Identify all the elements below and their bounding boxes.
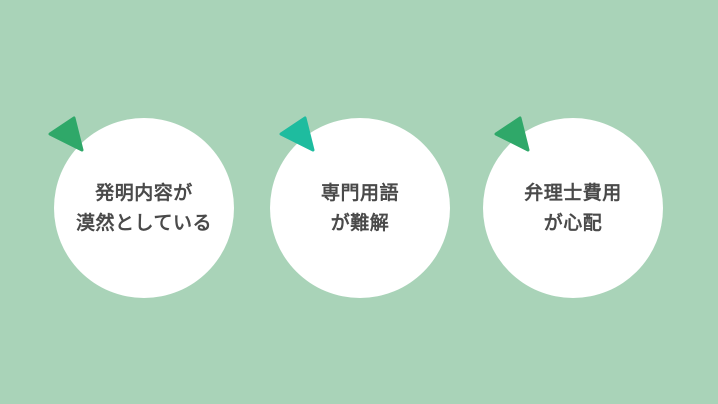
triangle-pointer-icon: [48, 112, 92, 156]
triangle-pointer-icon: [279, 112, 323, 156]
concern-item-3: 弁理士費用 が心配: [483, 116, 663, 298]
concern-text-line: が難解: [330, 212, 390, 234]
triangle-pointer-icon: [494, 112, 538, 156]
concern-circle: 弁理士費用 が心配: [483, 118, 663, 298]
concern-text-line: 専門用語: [320, 182, 399, 204]
triangle-pointer-shape: [279, 116, 315, 152]
triangle-pointer-shape: [48, 116, 84, 152]
concern-item-2: 専門用語 が難解: [270, 116, 450, 298]
concern-text-line: 発明内容が: [95, 182, 193, 204]
concern-circle: 発明内容が 漠然としている: [54, 118, 234, 298]
concern-text-line: 弁理士費用: [524, 182, 622, 204]
concern-circle: 専門用語 が難解: [270, 118, 450, 298]
triangle-pointer-shape: [494, 116, 530, 152]
concern-item-1: 発明内容が 漠然としている: [48, 116, 234, 298]
concern-text-line: 漠然としている: [76, 212, 212, 234]
concern-text-line: が心配: [543, 212, 603, 234]
